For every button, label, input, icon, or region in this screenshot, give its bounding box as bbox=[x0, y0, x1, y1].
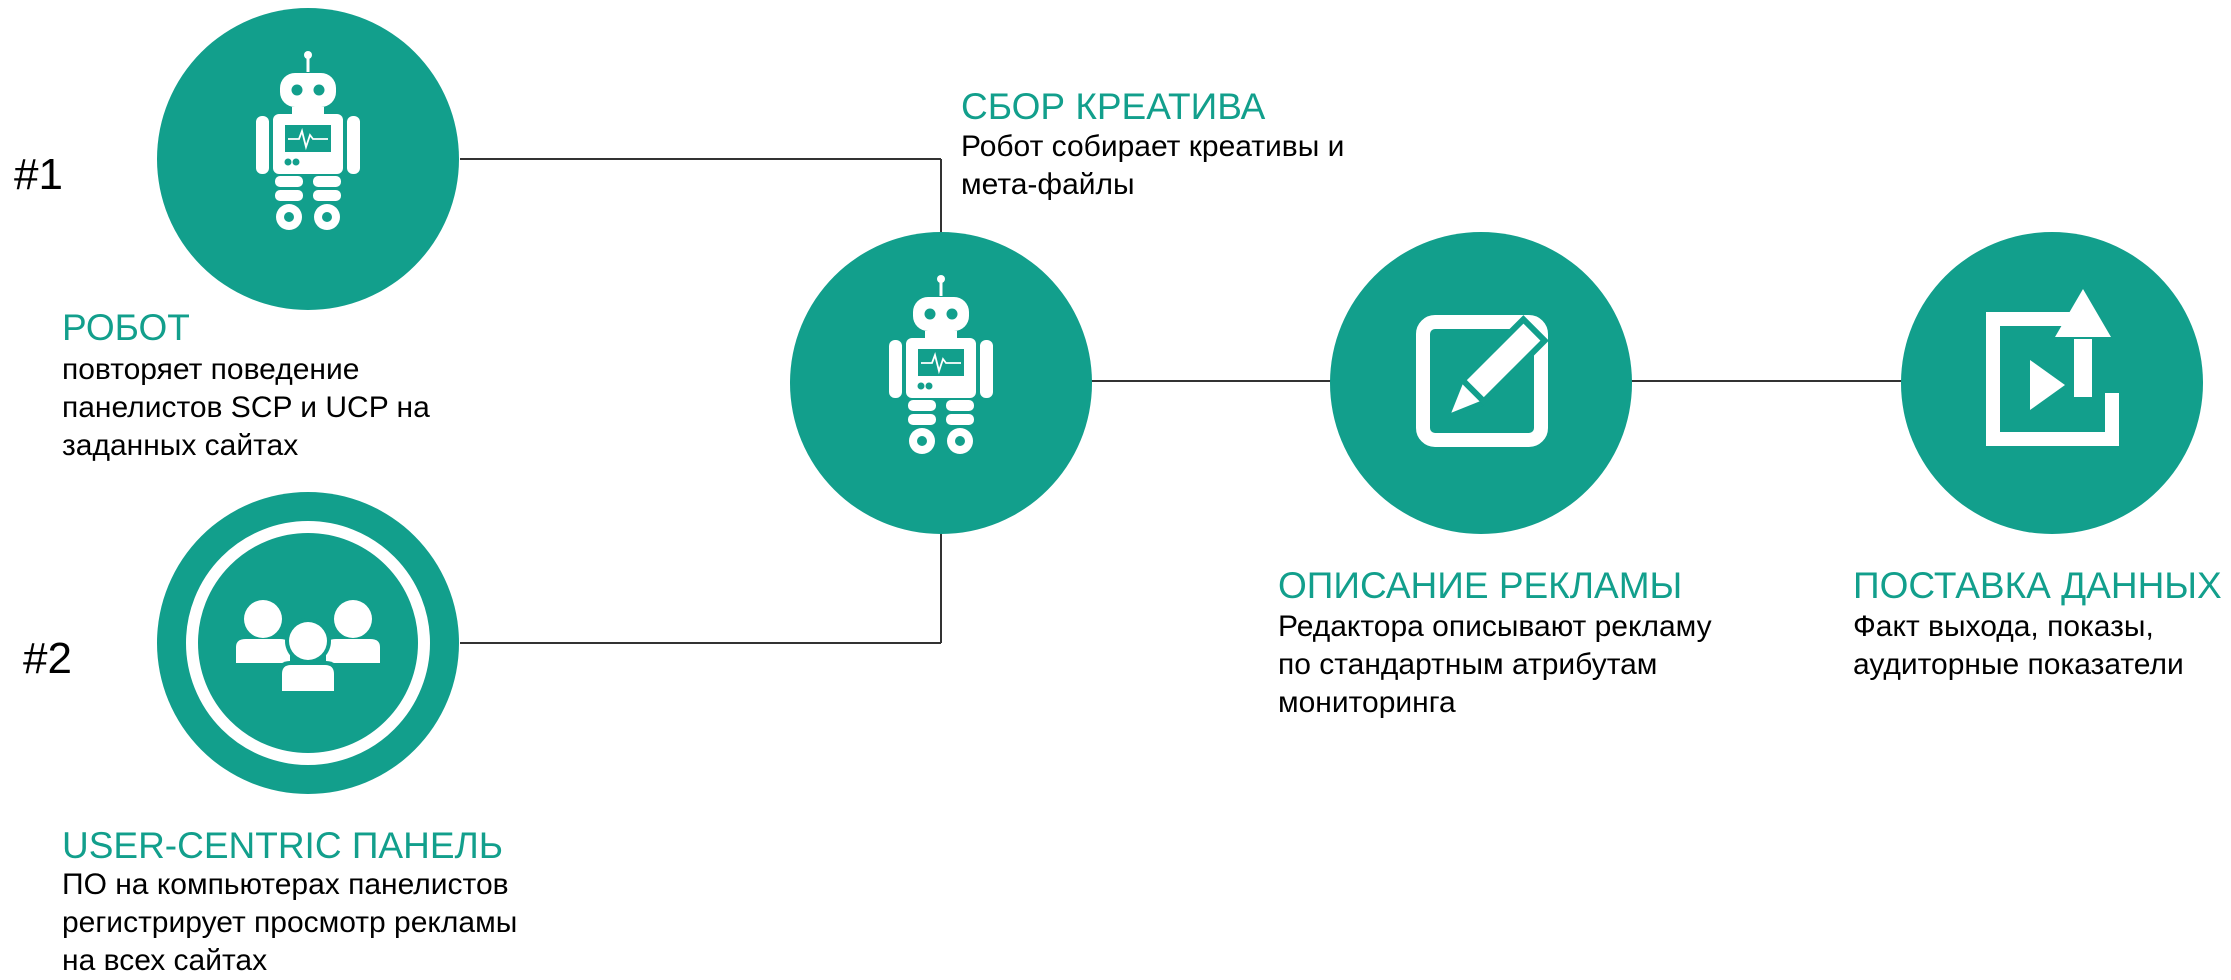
node-collect-description: Робот собирает креативы и мета-файлы bbox=[961, 128, 1344, 204]
node-deliver bbox=[1901, 232, 2203, 534]
node-panel bbox=[157, 492, 459, 794]
node-panel-description: ПО на компьютерах панелистов регистрируе… bbox=[62, 866, 517, 980]
node-panel-title: USER-CENTRIC ПАНЕЛЬ bbox=[62, 825, 504, 866]
node-robot-description: повторяет поведение панелистов SCP и UCP… bbox=[62, 351, 430, 465]
node-collect-title: СБОР КРЕАТИВА bbox=[961, 86, 1266, 127]
node-robot-description-line: заданных сайтах bbox=[62, 429, 299, 462]
node-panel-description-line: ПО на компьютерах панелистов bbox=[62, 868, 509, 901]
node-panel-description-line: регистрирует просмотр рекламы bbox=[62, 906, 518, 939]
node-describe-title: ОПИСАНИЕ РЕКЛАМЫ bbox=[1278, 565, 1683, 606]
node-collect-description-line: мета-файлы bbox=[961, 168, 1135, 201]
step-number-2: #2 bbox=[23, 634, 72, 683]
node-deliver-description-line: Факт выхода, показы, bbox=[1853, 610, 2154, 643]
node-deliver-description: Факт выхода, показы, аудиторные показате… bbox=[1853, 608, 2184, 684]
node-robot-title: РОБОТ bbox=[62, 307, 190, 348]
node-robot bbox=[157, 8, 459, 310]
node-describe-description-line: мониторинга bbox=[1278, 686, 1456, 719]
node-describe bbox=[1330, 232, 1632, 534]
node-robot-description-line: повторяет поведение bbox=[62, 353, 360, 386]
node-describe-description: Редактора описывают рекламу по стандартн… bbox=[1278, 608, 1712, 722]
node-panel-description-line: на всех сайтах bbox=[62, 944, 268, 977]
node-panel-ring bbox=[186, 521, 430, 765]
connectors bbox=[460, 158, 1903, 644]
node-robot-description-line: панелистов SCP и UCP на bbox=[62, 391, 430, 424]
node-deliver-description-line: аудиторные показатели bbox=[1853, 648, 2184, 681]
users-group-icon bbox=[236, 600, 380, 695]
export-video-icon bbox=[1986, 289, 2119, 446]
node-describe-description-line: Редактора описывают рекламу bbox=[1278, 610, 1712, 643]
node-collect bbox=[790, 232, 1092, 534]
step-number-1: #1 bbox=[14, 150, 63, 199]
node-deliver-title: ПОСТАВКА ДАННЫХ bbox=[1853, 565, 2222, 606]
node-collect-description-line: Робот собирает креативы и bbox=[961, 130, 1345, 163]
node-describe-description-line: по стандартным атрибутам bbox=[1278, 648, 1658, 681]
